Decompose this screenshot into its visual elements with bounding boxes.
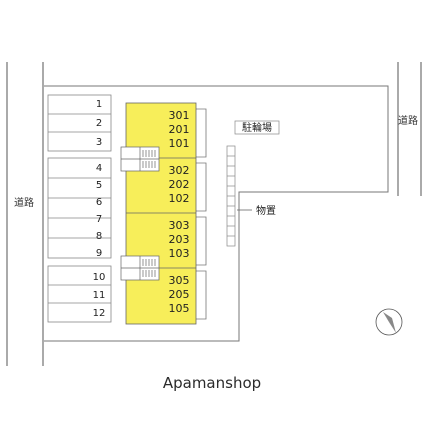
- parking-space-1: 1: [96, 99, 102, 110]
- right-road-label: 道路: [398, 114, 418, 127]
- bicycle-parking: [226, 145, 236, 247]
- unit-305: 305: [169, 274, 190, 287]
- unit-102: 102: [169, 192, 190, 205]
- unit-201: 201: [169, 123, 190, 136]
- unit-105: 105: [169, 302, 190, 315]
- parking-space-10: 10: [93, 272, 106, 283]
- parking-space-7: 7: [96, 214, 102, 225]
- bicycle-parking-label-box: [234, 120, 280, 135]
- unit-205: 205: [169, 288, 190, 301]
- balconies: [196, 108, 207, 320]
- parking-space-12: 12: [93, 308, 106, 319]
- site-boundary: [44, 85, 389, 342]
- building-footprint: [125, 102, 197, 325]
- parking-space-9: 9: [96, 248, 102, 259]
- staircase: [120, 146, 160, 172]
- left-road-label: 道路: [14, 196, 34, 209]
- storage-label: 物置: [256, 204, 276, 217]
- staircase: [120, 255, 160, 281]
- bicycle-parking-label: 駐輪場: [242, 121, 272, 134]
- parking-space-2: 2: [96, 118, 102, 129]
- parking-space-4: 4: [96, 163, 102, 174]
- parking-space-3: 3: [96, 137, 102, 148]
- apartment-building: 301 201 101 302 202 102 303 203 103 305 …: [120, 102, 197, 325]
- parking-area: [47, 94, 112, 323]
- unit-101: 101: [169, 137, 190, 150]
- unit-202: 202: [169, 178, 190, 191]
- north-arrow-icon: [375, 308, 403, 336]
- unit-301: 301: [169, 109, 190, 122]
- unit-302: 302: [169, 164, 190, 177]
- unit-203: 203: [169, 233, 190, 246]
- unit-303: 303: [169, 219, 190, 232]
- parking-space-6: 6: [96, 197, 102, 208]
- watermark: Apamanshop: [163, 374, 261, 392]
- parking-space-11: 11: [93, 290, 106, 301]
- parking-space-8: 8: [96, 231, 102, 242]
- unit-103: 103: [169, 247, 190, 260]
- left-road: [6, 62, 44, 366]
- parking-space-numbers: 1 2 3 4 5 6 7 8 9 10 11 12: [93, 99, 106, 319]
- parking-space-5: 5: [96, 180, 102, 191]
- right-road: [397, 62, 422, 196]
